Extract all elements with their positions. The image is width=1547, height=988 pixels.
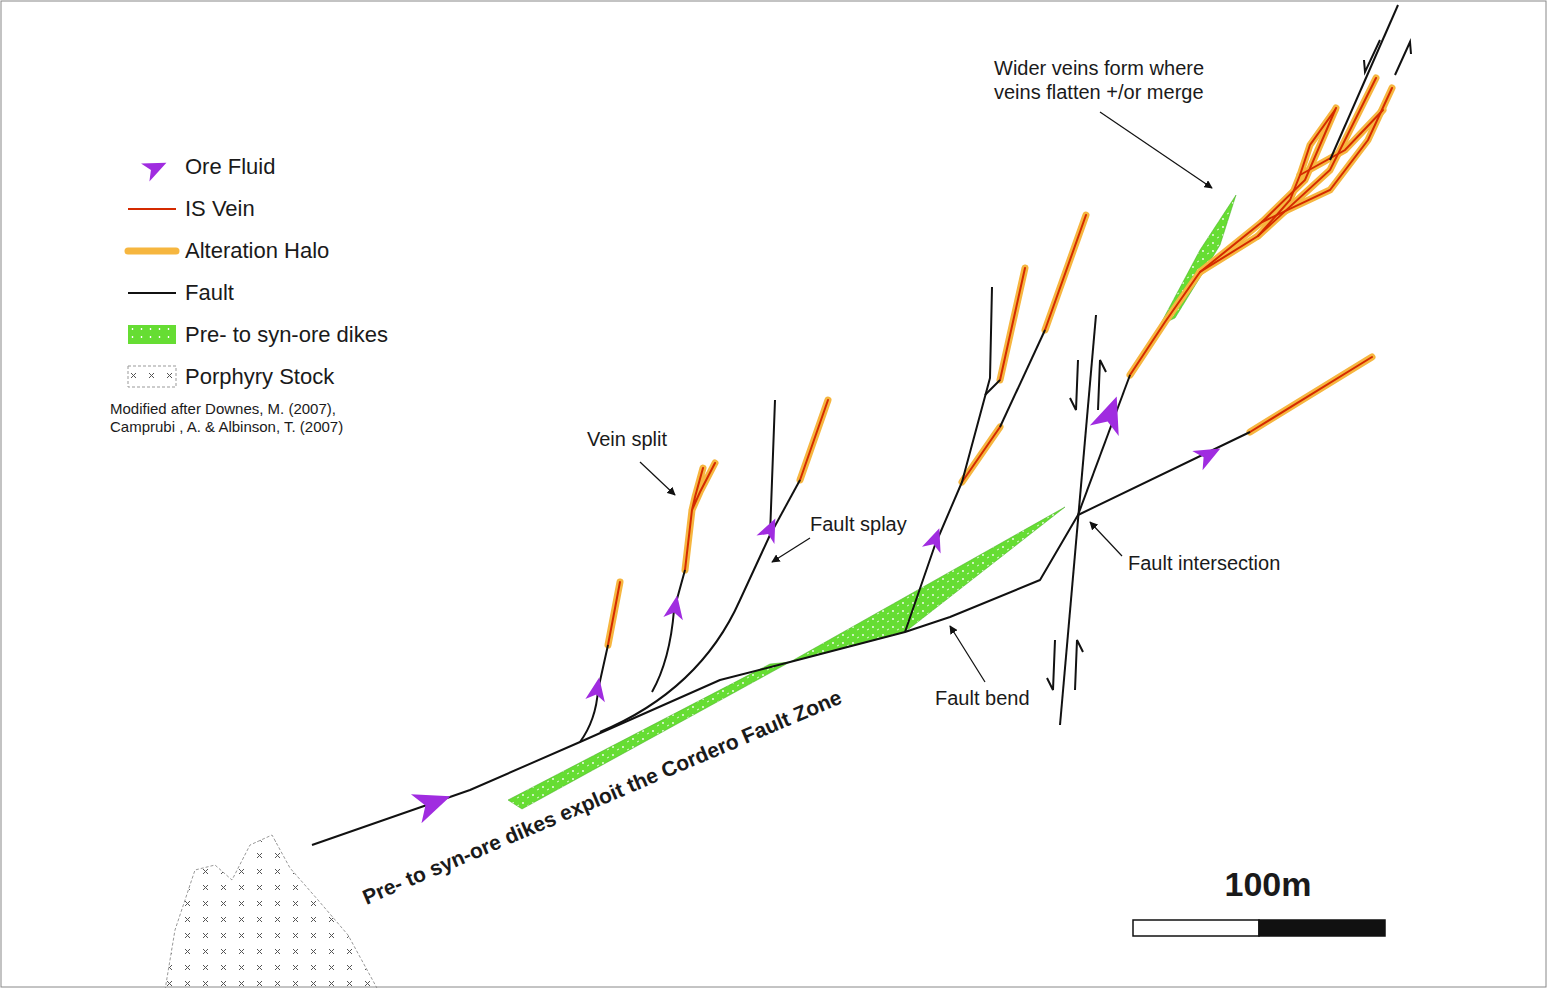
callout-label: Fault splay: [808, 512, 909, 536]
legend-label: IS Vein: [185, 196, 255, 222]
porphyry-stock: [165, 835, 378, 988]
source-note: Modified after Downes, M. (2007), Campru…: [108, 400, 402, 436]
alteration-halos: [608, 78, 1392, 645]
ore-fluid-arrows: [411, 391, 1226, 823]
legend-samples: [128, 154, 176, 387]
scale-bar: [1133, 920, 1385, 936]
callout-label: Wider veins form where veins flatten +/o…: [992, 56, 1251, 104]
leader-lines: [640, 112, 1212, 682]
legend-label: Alteration Halo: [185, 238, 329, 264]
dikes: [508, 195, 1236, 809]
callout-label: Fault intersection: [1126, 551, 1282, 575]
is-veins: [608, 78, 1392, 645]
callout-label: Fault bend: [933, 686, 1032, 710]
callout-label: Vein split: [585, 427, 669, 451]
shear-arrows: [1047, 40, 1411, 690]
legend-swatch: [128, 325, 176, 344]
legend-label: Pre- to syn-ore dikes: [185, 322, 388, 348]
scale-label: 100m: [1225, 864, 1312, 905]
legend-label: Ore Fluid: [185, 154, 275, 180]
legend-label: Fault: [185, 280, 234, 306]
faults: [312, 5, 1398, 845]
legend-label: Porphyry Stock: [185, 364, 334, 390]
